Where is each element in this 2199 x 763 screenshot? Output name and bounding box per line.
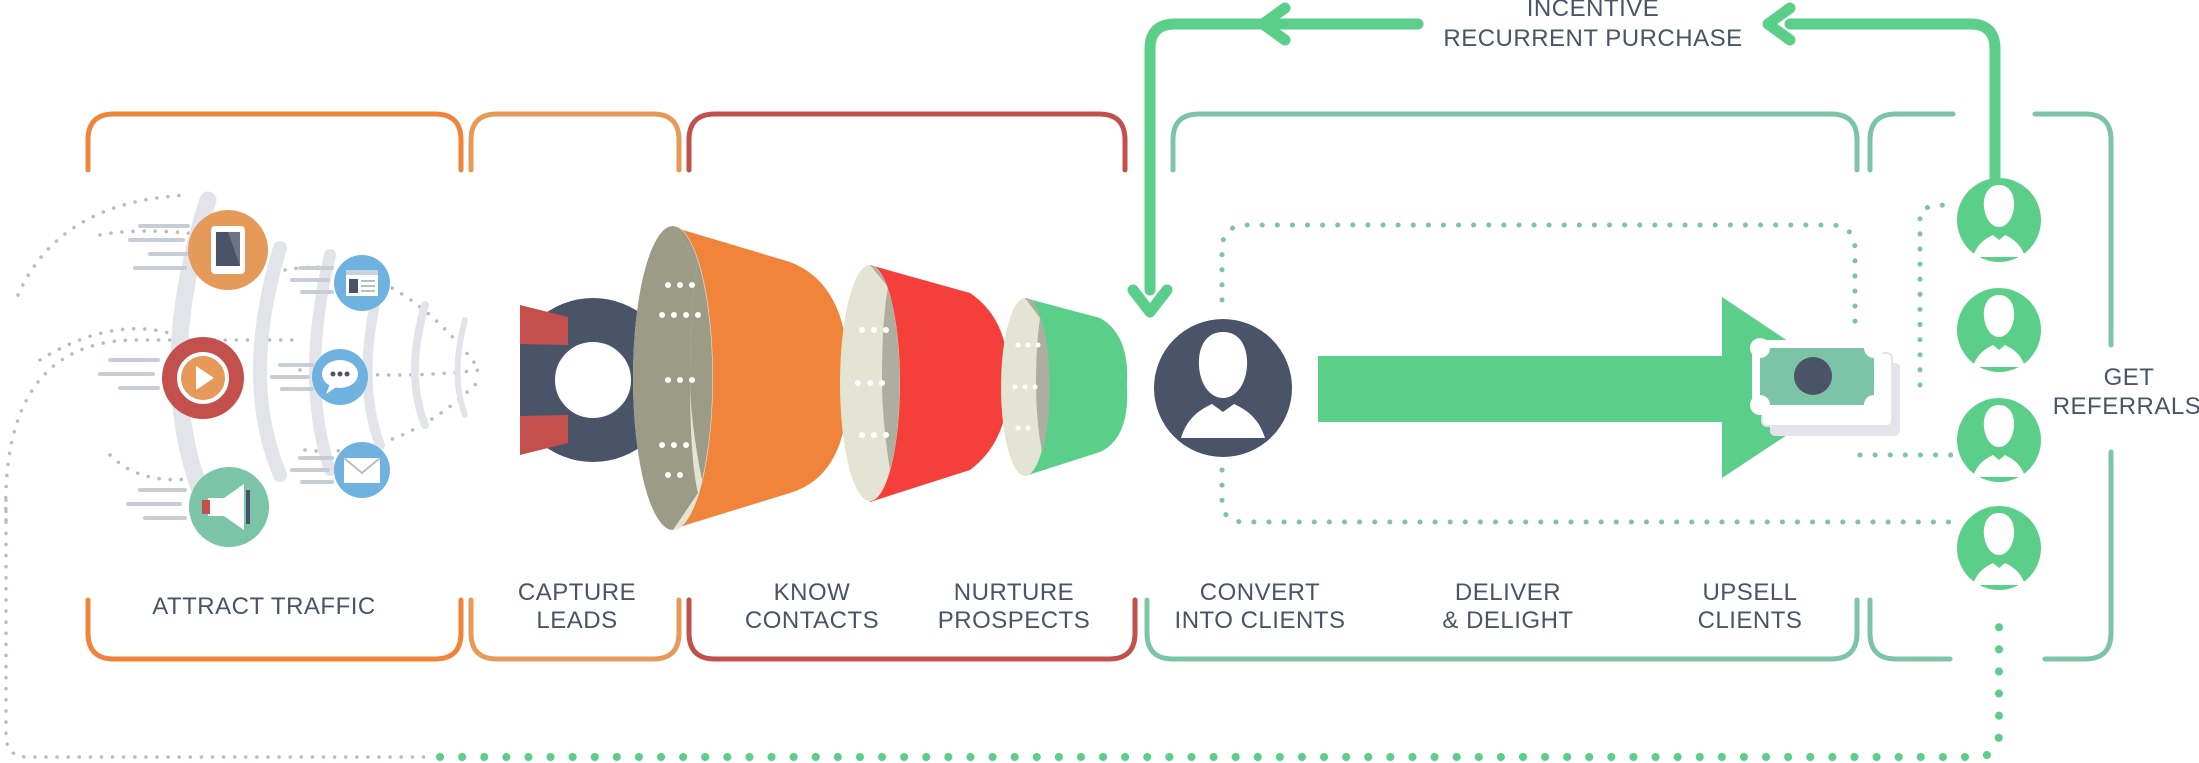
referral-avatar-icon [1957,178,2041,262]
label-deliver-1: DELIVER [1455,579,1561,606]
label-referrals-2: REFERRALS [2053,393,2199,420]
top-bracket-capture [468,111,682,173]
play-video-icon [162,337,244,419]
top-brackets [85,111,2114,662]
funnel-stage-red [840,265,1009,502]
top-bracket-attract [85,111,464,173]
funnel [633,226,1128,530]
label-know-1: KNOW [774,579,851,606]
incentive-label-line2: RECURRENT PURCHASE [1443,25,1742,52]
customer-avatar-icon [1154,319,1292,457]
label-convert-2: INTO CLIENTS [1175,607,1346,634]
right-bracket-referrals-lower [2042,449,2114,662]
referral-avatars [1957,178,2041,590]
bottom-brackets [85,597,1953,662]
funnel-dots-1 [659,282,701,478]
speed-lines [98,224,334,520]
incentive-loop [1144,18,2001,296]
incentive-label-line1: INCENTIVE [1527,0,1660,22]
label-capture-2: LEADS [536,607,617,634]
label-know-2: CONTACTS [745,607,879,634]
bottom-bracket-upsell [1867,597,1953,662]
referral-dotted-link [1857,202,1963,458]
webpage-icon [334,255,390,311]
delivery-dotted-loop [1219,222,1961,525]
arrow-left-head-2 [1762,2,1796,46]
label-attract-traffic: ATTRACT TRAFFIC [152,593,376,620]
arrow-down-head [1127,284,1173,318]
funnel-stage-green [1001,297,1128,476]
bottom-bracket-nurture [686,597,1138,662]
incentive-arrowheads [1127,2,1796,318]
referral-avatar-icon [1957,288,2041,372]
funnel-stage-orange [633,226,849,530]
label-nurture-2: PROSPECTS [938,607,1091,634]
megaphone-icon [189,467,269,547]
top-bracket-upsell [1867,111,1956,173]
label-convert-1: CONVERT [1200,579,1320,606]
right-bracket-referrals [2032,111,2114,348]
funnel-dots-2 [855,327,889,438]
top-bracket-nurture [686,111,1128,173]
label-deliver-2: & DELIGHT [1442,607,1573,634]
bottom-bracket-convert [1144,597,1860,662]
funnel-dots-3 [1012,342,1041,431]
label-nurture-1: NURTURE [954,579,1074,606]
label-upsell-2: CLIENTS [1698,607,1803,634]
money-bill-icon [1750,338,1900,436]
top-bracket-convert [1170,111,1860,173]
stage-labels: ATTRACT TRAFFIC CAPTURE LEADS KNOW CONTA… [152,364,2199,634]
tablet-icon [188,210,268,290]
bottom-bracket-capture [468,597,682,662]
bottom-bracket-attract [85,597,464,662]
referral-avatar-icon [1957,398,2041,482]
label-referrals-1: GET [2104,364,2155,391]
label-upsell-1: UPSELL [1702,579,1797,606]
referral-avatar-icon [1957,506,2041,590]
chat-bubble-icon [312,349,368,405]
email-icon [334,442,390,498]
arrow-left-head-1 [1257,2,1291,46]
label-capture-1: CAPTURE [518,579,636,606]
